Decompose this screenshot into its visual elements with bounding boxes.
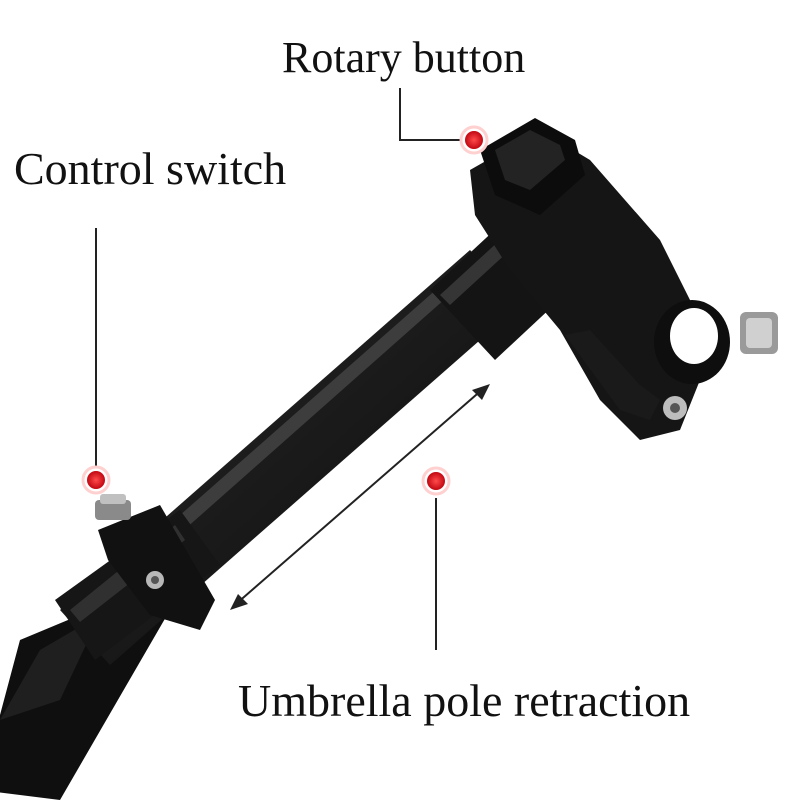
marker-dots	[81, 125, 489, 496]
pole-retraction-label: Umbrella pole retraction	[238, 675, 691, 726]
rotary-button-label: Rotary button	[282, 33, 526, 82]
retraction-arrow	[230, 384, 490, 610]
umbrella-head-clamp	[470, 118, 778, 440]
pole-marker-dot	[421, 466, 451, 496]
control-switch-label: Control switch	[14, 143, 287, 194]
leader-line-rotary	[399, 88, 470, 141]
control-marker-dot	[81, 465, 111, 495]
rotary-marker-dot	[459, 125, 489, 155]
control-switch-clamp	[95, 494, 215, 630]
leader-lines	[95, 88, 470, 650]
